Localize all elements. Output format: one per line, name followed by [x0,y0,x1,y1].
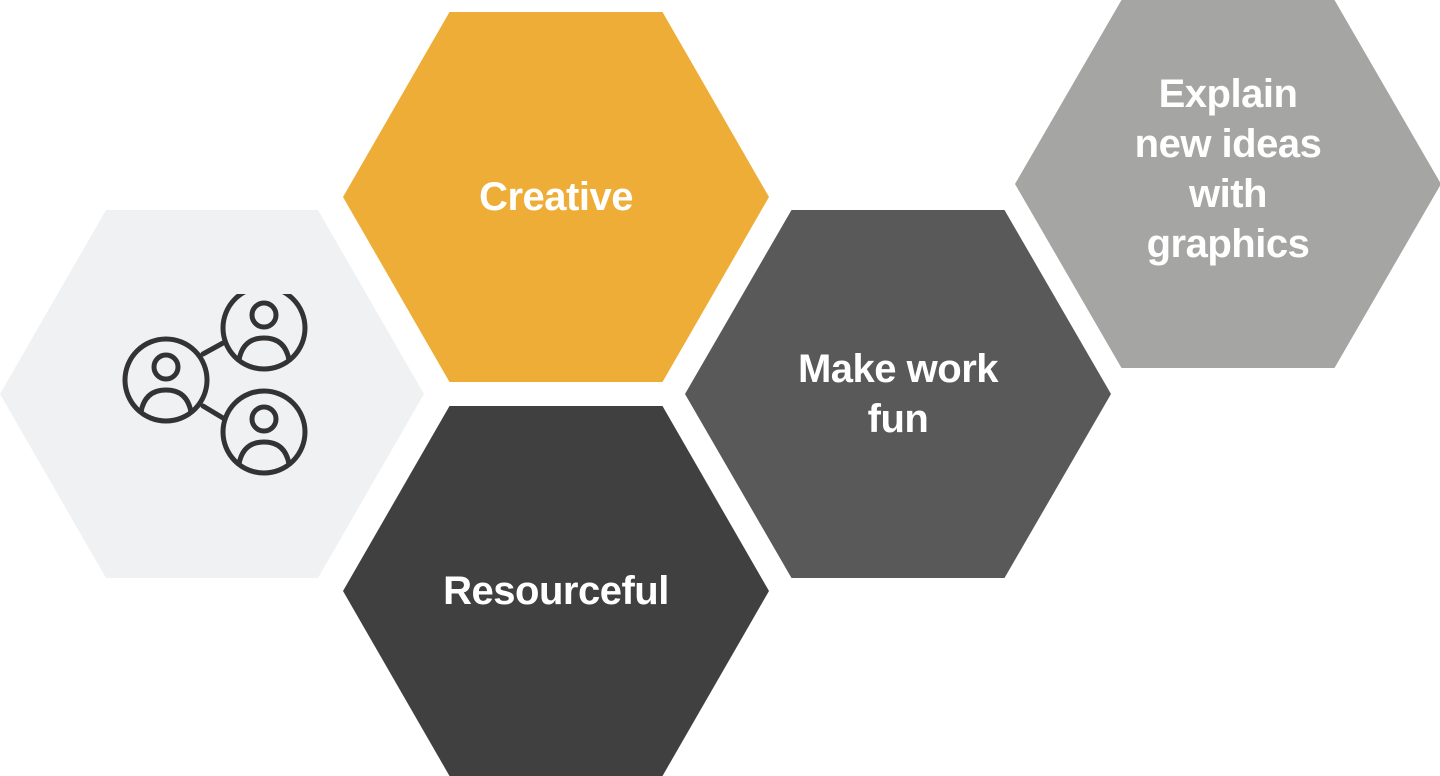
hexagon-creative: Creative [343,12,769,382]
hexagon-explain-ideas: Explain new ideas with graphics [1015,0,1440,368]
make-work-fun-line-1: Make work [797,347,999,391]
hexagon-resourceful: Resourceful [343,406,769,776]
resourceful-label: Resourceful [443,569,669,613]
explain-line-1: Explain [1158,72,1298,116]
explain-line-2: new ideas [1134,122,1322,166]
make-work-fun-text: Make work fun [797,344,999,444]
creative-label: Creative [479,175,633,219]
people-network-icon [122,294,308,476]
explain-ideas-text: Explain new ideas with graphics [1135,69,1322,269]
hexagon-people-icon [0,210,424,578]
explain-line-3: with [1189,172,1267,216]
hexagon-make-work-fun: Make work fun [685,210,1111,578]
explain-line-4: graphics [1146,222,1310,266]
make-work-fun-line-2: fun [867,397,929,441]
